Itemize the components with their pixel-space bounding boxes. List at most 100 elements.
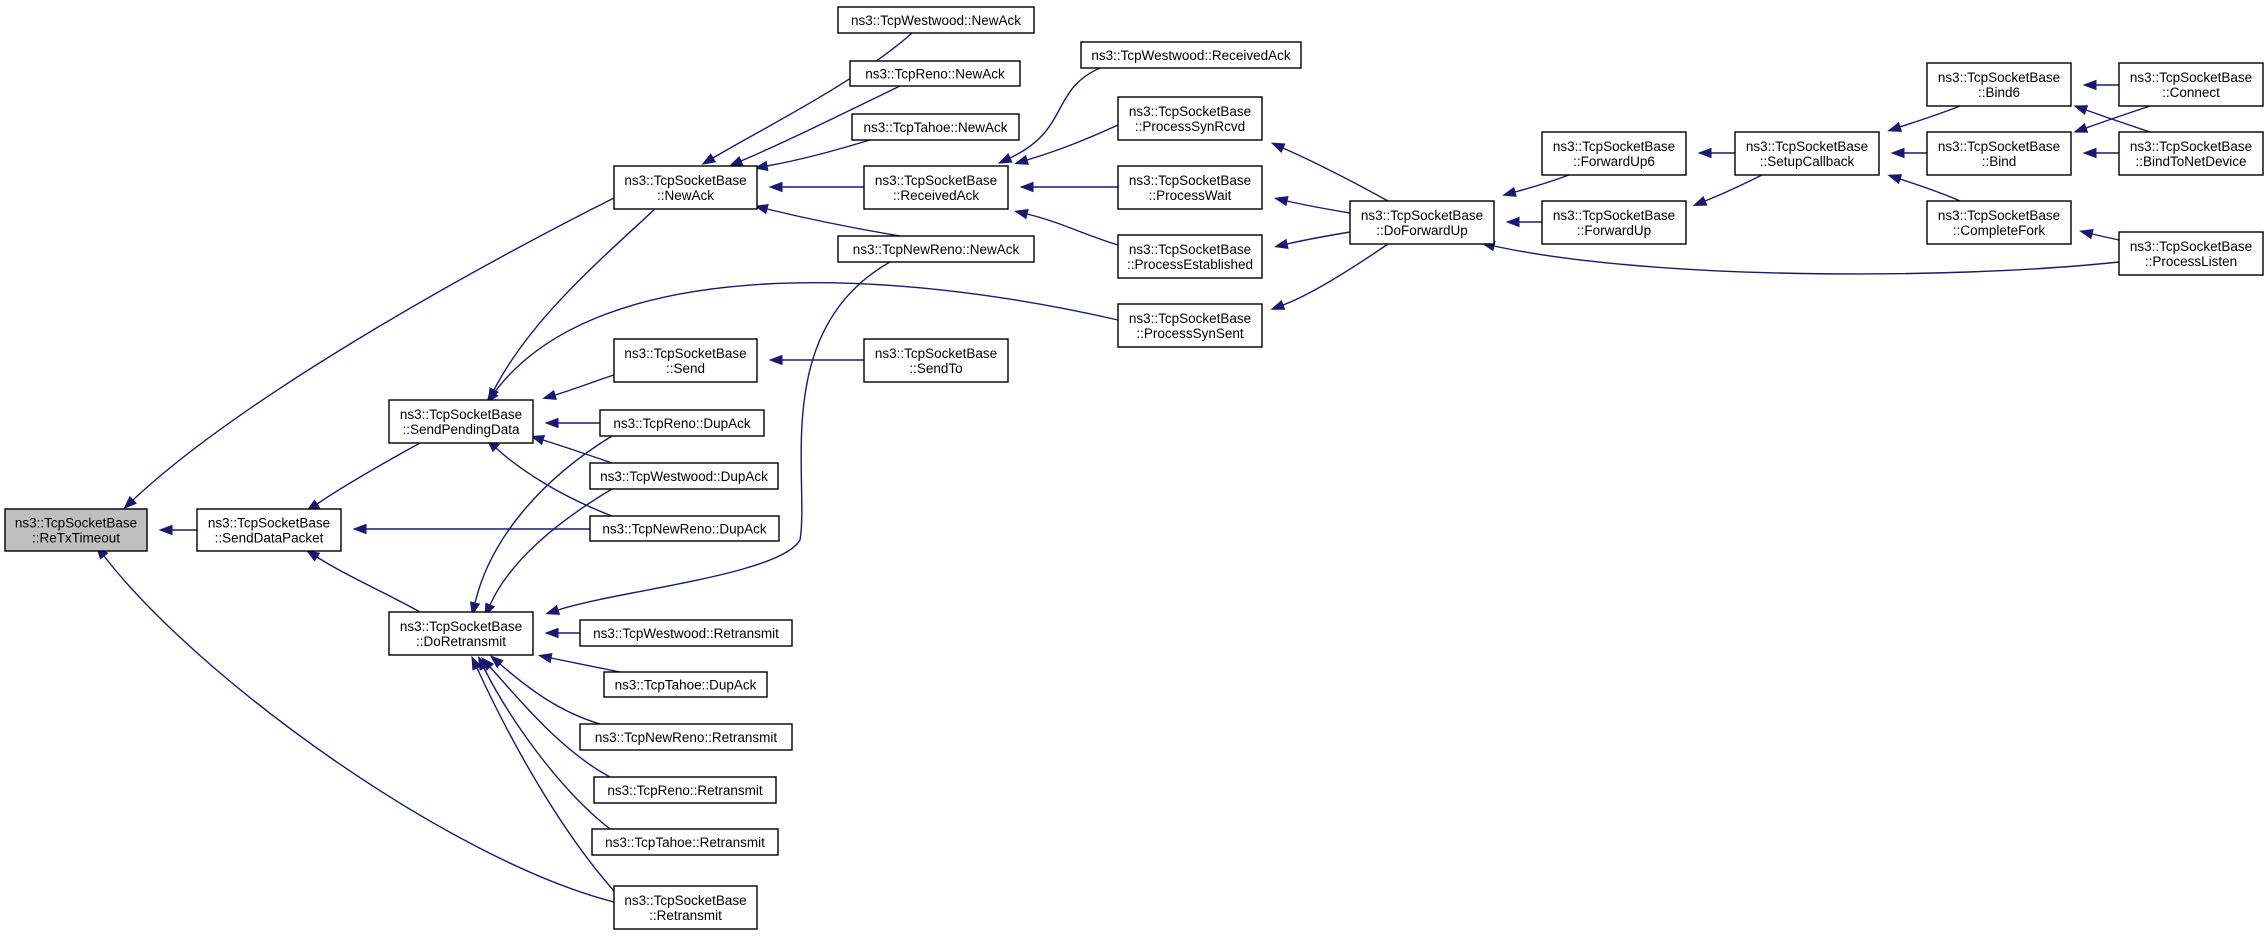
node-label: ::CompleteFork [1953, 223, 2046, 238]
arrowhead [1019, 181, 1034, 193]
node-wnewack[interactable]: ns3::TcpWestwood::NewAck [837, 6, 1035, 34]
node-retx[interactable]: ns3::TcpSocketBase::ReTxTimeout [4, 508, 148, 552]
node-completefork[interactable]: ns3::TcpSocketBase::CompleteFork [1926, 200, 2072, 245]
node-send[interactable]: ns3::TcpSocketBase::Send [613, 338, 758, 383]
arrowhead [1502, 186, 1517, 197]
node-doretx[interactable]: ns3::TcpSocketBase::DoRetransmit [388, 611, 534, 656]
node-label: ns3::TcpNewReno::Retransmit [595, 730, 778, 745]
node-box [613, 338, 758, 383]
node-label: ns3::TcpSocketBase [208, 516, 330, 531]
node-bindnet[interactable]: ns3::TcpSocketBase::BindToNetDevice [2118, 131, 2264, 176]
edge-tdupack-to-doretx [537, 652, 621, 673]
node-established[interactable]: ns3::TcpSocketBase::ProcessEstablished [1117, 234, 1263, 279]
node-wretx[interactable]: ns3::TcpWestwood::Retransmit [579, 619, 793, 647]
node-label: ns3::TcpSocketBase [1553, 208, 1675, 223]
node-sendpending[interactable]: ns3::TcpSocketBase::SendPendingData [388, 399, 534, 444]
edge-line [1009, 67, 1101, 159]
node-pwait[interactable]: ns3::TcpSocketBase::ProcessWait [1117, 165, 1263, 210]
edge-doforward-to-pwait [1273, 196, 1351, 214]
arrowhead [1270, 299, 1286, 310]
node-synsent[interactable]: ns3::TcpSocketBase::ProcessSynSent [1117, 303, 1263, 348]
node-wdupack[interactable]: ns3::TcpWestwood::DupAck [589, 462, 779, 490]
node-label: ns3::TcpSocketBase [1129, 242, 1251, 257]
node-label: ::ReTxTimeout [32, 531, 120, 546]
node-label: ns3::TcpSocketBase [2130, 239, 2252, 254]
node-bind[interactable]: ns3::TcpSocketBase::Bind [1926, 131, 2072, 176]
edge-rdupack-to-sendpending [544, 417, 600, 429]
node-label: ::ForwardUp6 [1573, 154, 1655, 169]
arrowhead [1270, 142, 1286, 153]
node-wrecvack[interactable]: ns3::TcpWestwood::ReceivedAck [1080, 41, 1302, 69]
edge-line [2091, 233, 2120, 241]
node-box [579, 619, 793, 647]
node-tdupack[interactable]: ns3::TcpTahoe::DupAck [603, 671, 768, 698]
arrowhead [352, 523, 367, 535]
edge-line [489, 488, 613, 606]
node-label: ns3::TcpSocketBase [400, 619, 522, 634]
node-label: ns3::TcpSocketBase [2130, 70, 2252, 85]
node-box [1926, 200, 2072, 245]
node-label: ::Retransmit [649, 908, 722, 923]
node-synrcvd[interactable]: ns3::TcpSocketBase::ProcessSynRcvd [1117, 96, 1263, 141]
node-bind6[interactable]: ns3::TcpSocketBase::Bind6 [1926, 62, 2072, 107]
node-rretx[interactable]: ns3::TcpReno::Retransmit [593, 776, 777, 804]
edge-line [712, 32, 913, 159]
edge-line [499, 663, 601, 725]
node-plisten[interactable]: ns3::TcpSocketBase::ProcessListen [2118, 231, 2264, 276]
edge-line [132, 197, 615, 501]
edge-fwd-to-doforward [1505, 216, 1542, 228]
node-label: ns3::TcpNewReno::NewAck [853, 242, 1020, 257]
node-box [1926, 131, 2072, 176]
node-rnewack[interactable]: ns3::TcpReno::NewAck [849, 60, 1021, 87]
node-label: ns3::TcpSocketBase [624, 893, 746, 908]
node-newack[interactable]: ns3::TcpSocketBase::NewAck [613, 165, 758, 210]
node-label: ns3::TcpSocketBase [1129, 173, 1251, 188]
edge-line [1026, 213, 1119, 246]
node-label: ns3::TcpWestwood::ReceivedAck [1091, 48, 1291, 63]
node-box [4, 508, 148, 552]
node-nrretx[interactable]: ns3::TcpNewReno::Retransmit [579, 723, 793, 751]
edge-line [474, 435, 613, 604]
edge-line [316, 556, 421, 613]
edge-line [1286, 200, 1351, 214]
node-label: ns3::TcpReno::Retransmit [607, 783, 763, 798]
arrowhead [1014, 154, 1029, 165]
node-fwd[interactable]: ns3::TcpSocketBase::ForwardUp [1541, 200, 1687, 245]
node-retransmit[interactable]: ns3::TcpSocketBase::Retransmit [613, 885, 758, 930]
node-tretx[interactable]: ns3::TcpTahoe::Retransmit [591, 828, 779, 856]
node-setupcb[interactable]: ns3::TcpSocketBase::SetupCallback [1734, 131, 1880, 176]
edge-line [766, 208, 901, 237]
arrowhead [530, 435, 546, 446]
node-label: ns3::TcpSocketBase [1938, 208, 2060, 223]
node-label: ns3::TcpSocketBase [1746, 139, 1868, 154]
node-connect[interactable]: ns3::TcpSocketBase::Connect [2118, 62, 2264, 107]
node-rdupack[interactable]: ns3::TcpReno::DupAck [599, 409, 765, 437]
node-nrnewack[interactable]: ns3::TcpNewReno::NewAck [837, 235, 1035, 263]
node-label: ns3::TcpSocketBase [875, 346, 997, 361]
node-nrdupack[interactable]: ns3::TcpNewReno::DupAck [589, 515, 780, 542]
arrowhead [768, 354, 783, 366]
edge-senddata-to-retx [158, 524, 197, 536]
arrowhead [123, 495, 137, 510]
node-box [613, 165, 758, 210]
node-label: ns3::TcpSocketBase [1361, 208, 1483, 223]
edge-connect-to-bind [2073, 105, 2151, 133]
arrowhead [1887, 174, 1903, 185]
graph-nodes: ns3::TcpSocketBase::ReTxTimeoutns3::TcpS… [4, 6, 2264, 930]
node-box [196, 508, 342, 552]
node-fwd6[interactable]: ns3::TcpSocketBase::ForwardUp6 [1541, 131, 1687, 176]
edge-pwait-to-recvack [1019, 181, 1118, 193]
edge-line [542, 439, 613, 464]
edge-send-to-sendpending [542, 374, 615, 400]
node-label: ns3::TcpSocketBase [2130, 139, 2252, 154]
node-tnewack[interactable]: ns3::TcpTahoe::NewAck [851, 113, 1020, 141]
node-sendto[interactable]: ns3::TcpSocketBase::SendTo [863, 338, 1009, 383]
node-recvack[interactable]: ns3::TcpSocketBase::ReceivedAck [863, 165, 1009, 210]
edge-wdupack-to-sendpending [530, 435, 613, 464]
node-box [593, 776, 777, 804]
node-label: ns3::TcpSocketBase [15, 516, 137, 531]
node-doforward[interactable]: ns3::TcpSocketBase::DoForwardUp [1349, 200, 1495, 245]
node-box [2118, 62, 2264, 107]
node-label: ns3::TcpTahoe::DupAck [615, 678, 757, 693]
node-senddata[interactable]: ns3::TcpSocketBase::SendDataPacket [196, 508, 342, 552]
